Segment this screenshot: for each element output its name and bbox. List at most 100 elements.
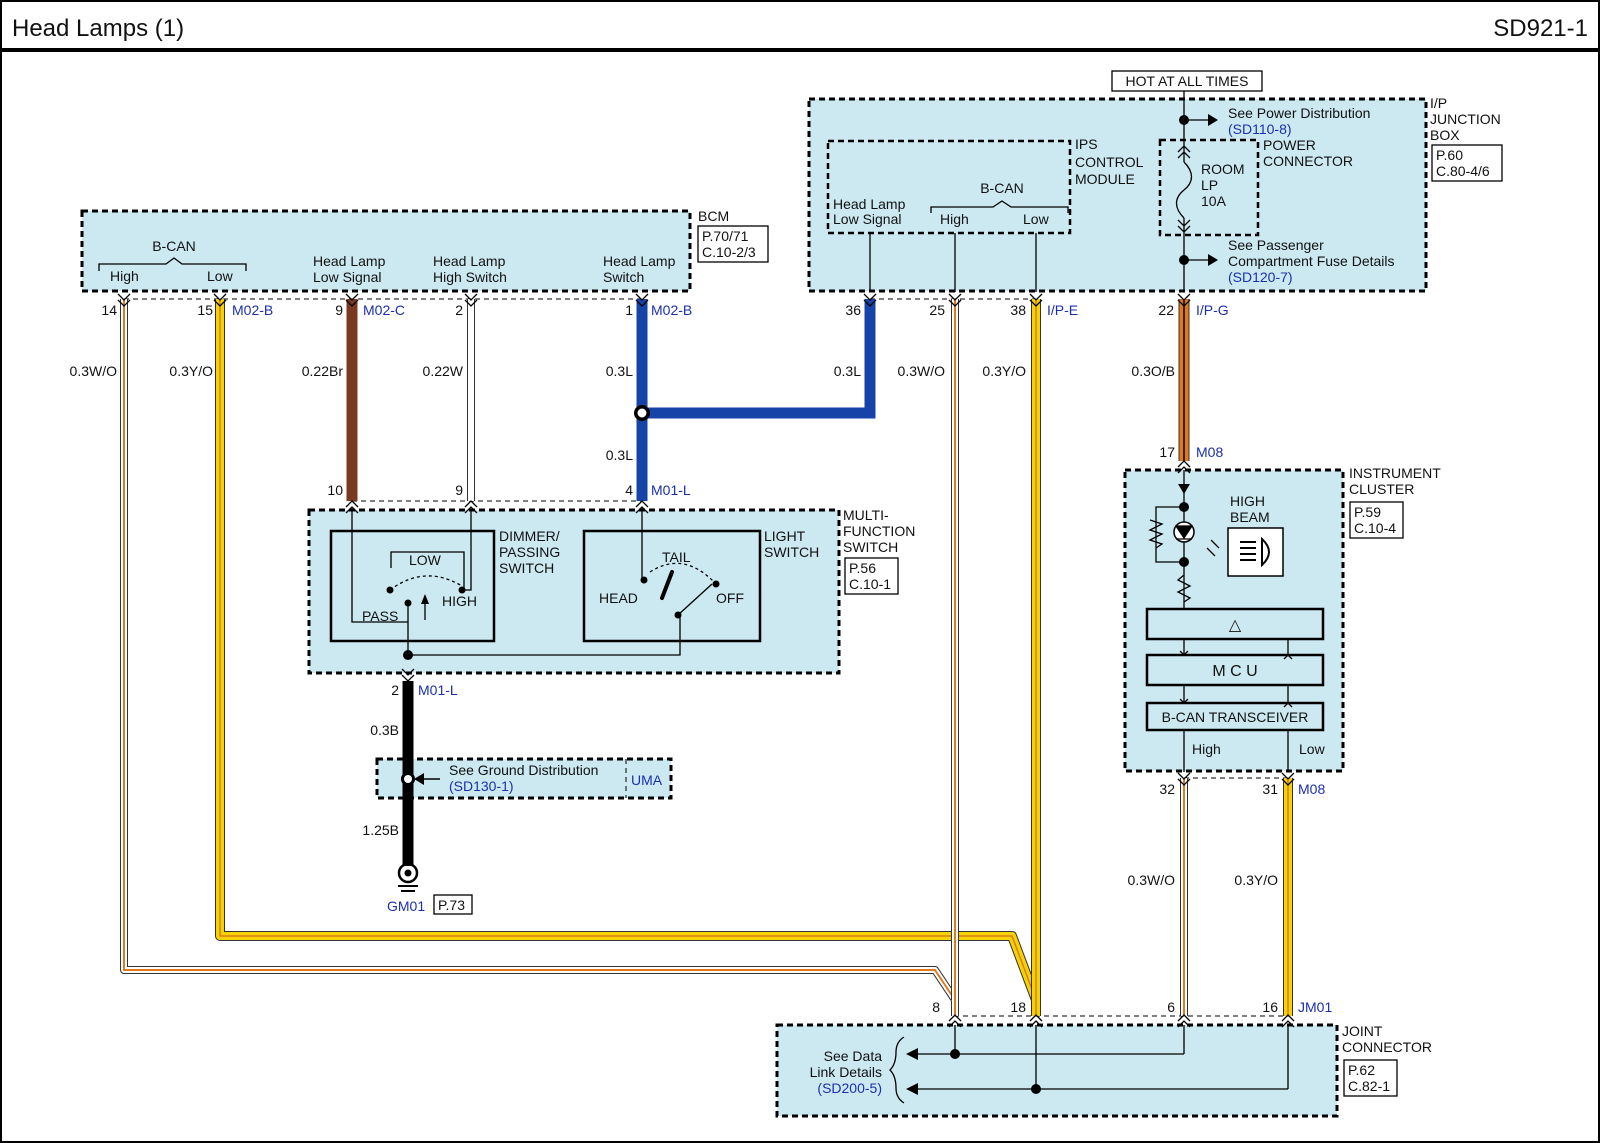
conn-m08-2: M08 (1298, 781, 1325, 797)
light-tail-label: TAIL (662, 549, 691, 565)
bcm-hl-low-signal-2: Low Signal (313, 269, 382, 285)
pin-bcm-2: 2 (455, 302, 463, 318)
ips-label-1: IPS (1075, 136, 1098, 152)
see-power-ref: (SD110-8) (1228, 121, 1292, 137)
pin-joint-18: 18 (1010, 999, 1026, 1015)
mfs-label-3: SWITCH (843, 539, 898, 555)
ipjb-label-3: BOX (1430, 127, 1460, 143)
ground-code: GM01 (387, 898, 425, 914)
mfs-common-splice (403, 650, 413, 660)
cluster-ref-box (1349, 501, 1404, 539)
ipjb-ref-box (1431, 144, 1503, 182)
joint-splice-18 (1031, 1084, 1041, 1094)
bcm-hl-switch-1: Head Lamp (603, 253, 676, 269)
bcm-module (80, 209, 692, 293)
bcm-bcan-label: B-CAN (152, 238, 196, 254)
joint-ref-box (1343, 1059, 1398, 1097)
warning-triangle: △ (1229, 617, 1242, 634)
bcan-transceiver-block (1145, 701, 1325, 732)
cluster-diode-arrow (1178, 484, 1190, 494)
see-power-arrow (1208, 114, 1218, 126)
power-connector-label-1: POWER (1263, 137, 1316, 153)
cluster-low-label: Low (1299, 741, 1326, 757)
mfs-ref-line1: P.56 (849, 560, 876, 576)
pin-mfs-10: 10 (327, 482, 343, 498)
see-fuse-text-2: Compartment Fuse Details (1228, 253, 1395, 269)
ip-junction-box (807, 97, 1428, 293)
fuse-label-3: 10A (1201, 193, 1227, 209)
pin-cluster-32: 32 (1159, 781, 1175, 797)
light-head-contact (640, 576, 648, 584)
fuse-symbol-icon (1175, 161, 1193, 219)
pin-ipg-22: 22 (1158, 302, 1174, 318)
dimmer-label-1: DIMMER/ (499, 528, 560, 544)
ips-hl-low-signal-1: Head Lamp (833, 196, 906, 212)
mcu-block (1145, 653, 1325, 687)
dimmer-label-3: SWITCH (499, 560, 554, 576)
hot-at-all-times-box (1111, 70, 1263, 92)
dimmer-arrow-icon (421, 594, 429, 604)
joint-see-ref: (SD200-5) (817, 1080, 882, 1096)
bcm-ref-line2: C.10-2/3 (702, 244, 756, 260)
dimmer-passing-switch (329, 529, 496, 643)
conn-m02b-2: M02-B (651, 302, 692, 318)
conn-jm01: JM01 (1298, 999, 1332, 1015)
ground-distribution-ref: (SD130-1) (449, 778, 514, 794)
ipjb-ref-line2: C.80-4/6 (1436, 163, 1490, 179)
cluster-splice-bottom (1179, 557, 1189, 567)
ips-bcan-brace (930, 200, 1069, 213)
wire-label-4: 0.22W (423, 363, 464, 379)
power-connector-label-2: CONNECTOR (1263, 153, 1353, 169)
mfs-ref-box (844, 557, 899, 595)
dimmer-pass-contact (404, 599, 412, 607)
wire-label-2: 0.3Y/O (169, 363, 213, 379)
pin-bcm-14: 14 (101, 302, 117, 318)
ground-ref-box (433, 894, 473, 915)
joint-see-line2: Link Details (810, 1064, 882, 1080)
pin-cluster-31: 31 (1262, 781, 1278, 797)
dimmer-high-label: HIGH (442, 593, 477, 609)
bcm-hl-low-signal-1: Head Lamp (313, 253, 386, 269)
mfs-label-1: MULTI- (843, 507, 889, 523)
bcm-hl-high-switch-2: High Switch (433, 269, 507, 285)
wire-bcm15-joint18-stripe (219, 299, 1037, 1016)
light-switch-label-2: SWITCH (764, 544, 819, 560)
wire-label-7: 0.3W/O (898, 363, 946, 379)
splice-dot-blue-inner (636, 407, 648, 419)
pin-joint-6: 6 (1167, 999, 1175, 1015)
bcm-hl-switch-2: Switch (603, 269, 644, 285)
ground-distribution-code: UMA (631, 772, 663, 788)
bcm-label: BCM (698, 208, 729, 224)
pin-ips-25: 25 (929, 302, 945, 318)
ips-hl-low-signal-2: Low Signal (833, 211, 902, 227)
dimmer-high-contact (458, 586, 466, 594)
high-beam-label-2: BEAM (1230, 509, 1270, 525)
conn-m02c: M02-C (363, 302, 405, 318)
diagram-code: SD921-1 (1493, 15, 1588, 42)
conn-ipe: I/P-E (1047, 302, 1078, 318)
light-head-label: HEAD (599, 590, 638, 606)
conn-m01l: M01-L (651, 482, 691, 498)
bcm-ref-box (697, 225, 769, 263)
ground-distribution-see: See Ground Distribution (449, 762, 598, 778)
pin-ips-38: 38 (1010, 302, 1026, 318)
bcm-bcan-brace (98, 257, 247, 271)
fuse-bottom-chevrons (1177, 219, 1191, 233)
bcm-ref-line1: P.70/71 (702, 228, 749, 244)
conn-m01l-2: M01-L (418, 682, 458, 698)
multi-function-switch (307, 508, 841, 675)
pin-cluster-17: 17 (1159, 444, 1175, 460)
wire-label-8: 0.3Y/O (982, 363, 1026, 379)
ground-symbol-center (404, 869, 412, 877)
joint-ref-line1: P.62 (1348, 1062, 1375, 1078)
ips-label-3: MODULE (1075, 171, 1135, 187)
wire-label-11: 0.3B (370, 722, 399, 738)
pin-ips-36: 36 (845, 302, 861, 318)
wire-label-13: 0.3W/O (1128, 872, 1176, 888)
cluster-ref-line1: P.59 (1354, 504, 1381, 520)
cluster-label-1: INSTRUMENT (1349, 465, 1441, 481)
joint-label-2: CONNECTOR (1342, 1039, 1432, 1055)
mcu-label: M C U (1212, 663, 1257, 680)
ground-dist-arrow (414, 773, 424, 785)
pin-mfs-4: 4 (625, 482, 633, 498)
